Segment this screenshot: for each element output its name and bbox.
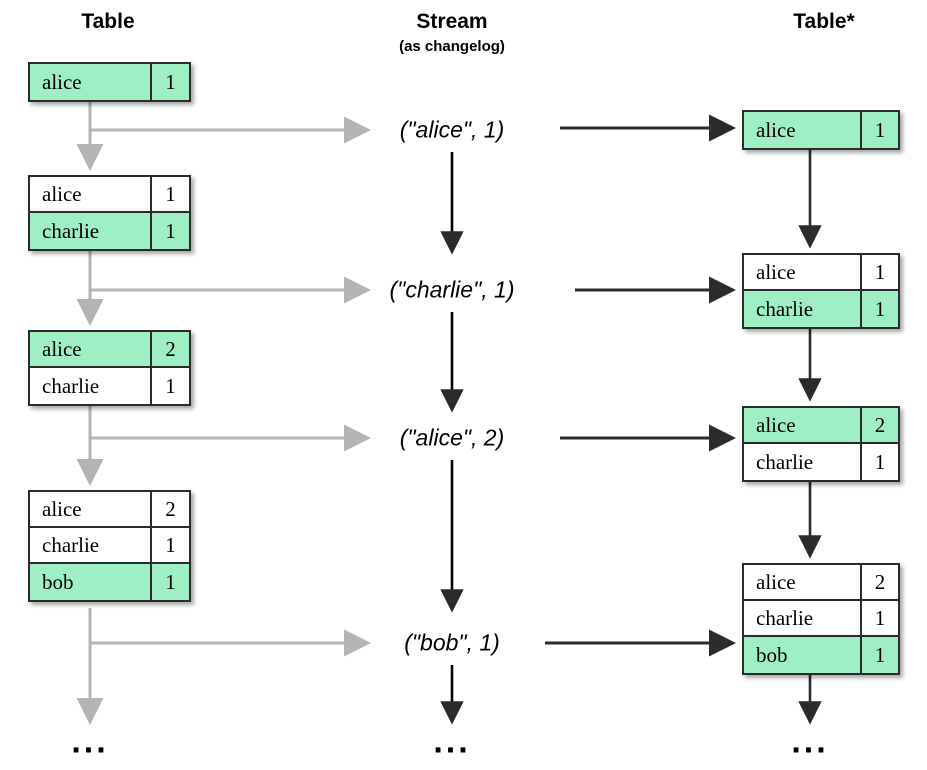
right-table-2: alice 1 charlie 1: [742, 253, 900, 329]
table-cell-value: 1: [874, 296, 886, 321]
table-cell-value: 1: [874, 642, 886, 667]
table-row: charlie 1: [30, 213, 189, 249]
table-cell-key: alice: [30, 332, 152, 366]
table-row: bob 1: [30, 564, 189, 600]
table-cell-key: alice: [30, 492, 152, 526]
table-cell-key: charlie: [744, 444, 862, 480]
table-cell-key: alice: [744, 112, 862, 148]
table-cell-key: alice: [744, 255, 862, 289]
table-cell-key: charlie: [30, 528, 152, 562]
table-row: alice 1: [744, 112, 898, 148]
left-table-2: alice 1 charlie 1: [28, 175, 191, 251]
table-cell-key: charlie: [744, 601, 862, 635]
table-cell-value: 1: [165, 181, 176, 206]
table-cell-value: 1: [165, 218, 176, 243]
right-table-1: alice 1: [742, 110, 900, 150]
table-cell-value: 1: [165, 569, 176, 594]
left-table-1: alice 1: [28, 62, 191, 102]
table-row: charlie 1: [30, 528, 189, 564]
table-cell-key: bob: [744, 637, 862, 673]
table-row: charlie 1: [744, 444, 898, 480]
column-header-stream: Stream: [416, 10, 488, 33]
table-row: alice 2: [30, 332, 189, 368]
table-row: alice 2: [30, 492, 189, 528]
stream-event-3: ("alice", 2): [399, 424, 505, 451]
table-row: alice 1: [30, 64, 189, 100]
table-cell-key: alice: [744, 408, 862, 442]
table-cell-value: 1: [165, 532, 176, 557]
table-cell-value: 1: [874, 449, 886, 474]
table-cell-key: alice: [30, 177, 152, 211]
table-cell-value: 1: [874, 117, 886, 142]
table-cell-key: alice: [30, 64, 152, 100]
table-cell-value: 1: [874, 605, 886, 630]
table-cell-value: 2: [874, 412, 886, 437]
column-header-table: Table: [81, 10, 135, 33]
table-row: alice 2: [744, 408, 898, 444]
table-row: alice 2: [744, 565, 898, 601]
table-cell-key: charlie: [744, 291, 862, 327]
table-row: alice 1: [30, 177, 189, 213]
left-table-4: alice 2 charlie 1 bob 1: [28, 490, 191, 602]
table-row: alice 1: [744, 255, 898, 291]
table-row: charlie 1: [744, 291, 898, 327]
column-header-stream-subtitle: (as changelog): [399, 38, 505, 55]
table-row: charlie 1: [744, 601, 898, 637]
table-row: charlie 1: [30, 368, 189, 404]
table-cell-key: charlie: [30, 368, 152, 404]
ellipsis-left: ...: [71, 722, 109, 761]
stream-event-4: ("bob", 1): [404, 629, 500, 656]
table-cell-key: alice: [744, 565, 862, 599]
table-cell-key: charlie: [30, 213, 152, 249]
right-table-4: alice 2 charlie 1 bob 1: [742, 563, 900, 675]
stream-event-2: ("charlie", 1): [389, 276, 515, 303]
right-table-3: alice 2 charlie 1: [742, 406, 900, 482]
ellipsis-right: ...: [791, 722, 829, 761]
table-cell-value: 1: [165, 373, 176, 398]
column-header-table-star: Table*: [793, 10, 855, 33]
table-cell-key: bob: [30, 564, 152, 600]
table-cell-value: 2: [165, 496, 176, 521]
ellipsis-middle: ...: [433, 722, 471, 761]
black-link-arrows: [545, 114, 736, 657]
table-cell-value: 2: [874, 569, 886, 594]
table-cell-value: 1: [165, 69, 176, 94]
stream-event-1: ("alice", 1): [399, 116, 505, 143]
table-cell-value: 2: [165, 336, 176, 361]
table-cell-value: 1: [874, 259, 886, 284]
table-row: bob 1: [744, 637, 898, 673]
left-table-3: alice 2 charlie 1: [28, 330, 191, 406]
